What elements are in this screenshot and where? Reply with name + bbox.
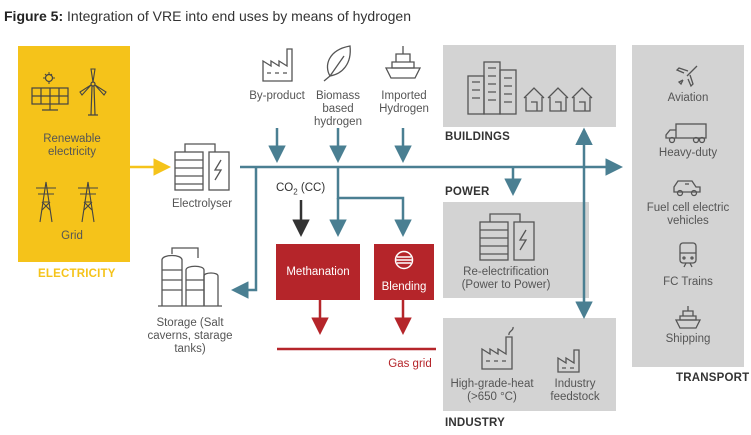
solar-panel-icon bbox=[31, 72, 69, 111]
renewable-electricity-label: Renewable electricity bbox=[43, 133, 101, 158]
industry-factory-icon bbox=[481, 326, 514, 370]
grid-pylon-icon bbox=[36, 181, 98, 223]
transport-section-label: TRANSPORT bbox=[676, 372, 750, 384]
figure-caption: Integration of VRE into end uses by mean… bbox=[67, 8, 412, 24]
figure-title: Figure 5: Integration of VRE into end us… bbox=[4, 8, 411, 24]
biomass-label: Biomass based hydrogen bbox=[314, 90, 362, 128]
storage-tanks-icon bbox=[158, 247, 222, 307]
co2-label: CO2 (CC) bbox=[276, 182, 326, 197]
industry-feedstock-label: Industry feedstock bbox=[550, 378, 600, 403]
imported-label: Imported Hydrogen bbox=[379, 90, 429, 115]
buildings-icon bbox=[467, 61, 517, 115]
gas-grid-label: Gas grid bbox=[388, 358, 432, 370]
transport-item-fc-trains: FC Trains bbox=[663, 276, 713, 288]
electrolyser-icon bbox=[174, 143, 230, 191]
byproduct-label: By-product bbox=[249, 90, 305, 102]
train-icon bbox=[679, 242, 697, 268]
buildings-box bbox=[443, 45, 616, 127]
car-icon bbox=[673, 180, 701, 197]
blending-box bbox=[374, 244, 434, 300]
blending-icon bbox=[394, 250, 414, 270]
factory-icon bbox=[262, 48, 293, 82]
transport-item-aviation: Aviation bbox=[667, 92, 709, 104]
transport-box bbox=[632, 45, 744, 367]
electricity-box bbox=[18, 46, 130, 262]
houses-icon bbox=[523, 87, 593, 112]
power-box bbox=[443, 202, 589, 298]
wind-turbine-icon bbox=[79, 68, 107, 116]
methanation-box bbox=[276, 244, 360, 300]
grid-label: Grid bbox=[61, 230, 83, 242]
power-section-label: POWER bbox=[445, 186, 490, 198]
industry-box bbox=[443, 318, 616, 411]
truck-icon bbox=[665, 123, 707, 144]
ship-icon bbox=[384, 46, 422, 79]
reelectrification-label: Re-electrification (Power to Power) bbox=[461, 266, 551, 291]
blending-label: Blending bbox=[381, 281, 427, 293]
electricity-section-label: ELECTRICITY bbox=[38, 268, 116, 280]
high-grade-heat-label: High-grade-heat (>650 °C) bbox=[450, 378, 534, 403]
methanation-label: Methanation bbox=[286, 266, 350, 278]
feedstock-factory-icon bbox=[557, 349, 580, 373]
reelectrification-icon bbox=[479, 213, 535, 261]
figure-label: Figure 5: bbox=[4, 8, 64, 24]
transport-item-shipping: Shipping bbox=[665, 333, 711, 345]
leaf-icon bbox=[323, 45, 351, 82]
transport-item-heavy-duty: Heavy-duty bbox=[658, 147, 718, 159]
buildings-section-label: BUILDINGS bbox=[445, 131, 511, 143]
electrolyser-label: Electrolyser bbox=[171, 198, 233, 210]
airplane-icon bbox=[675, 65, 698, 88]
industry-section-label: INDUSTRY bbox=[445, 417, 505, 429]
shipping-icon bbox=[674, 306, 702, 329]
storage-label: Storage (Salt caverns, starage tanks) bbox=[147, 317, 233, 355]
transport-item-fcev: Fuel cell electric vehicles bbox=[646, 202, 730, 227]
